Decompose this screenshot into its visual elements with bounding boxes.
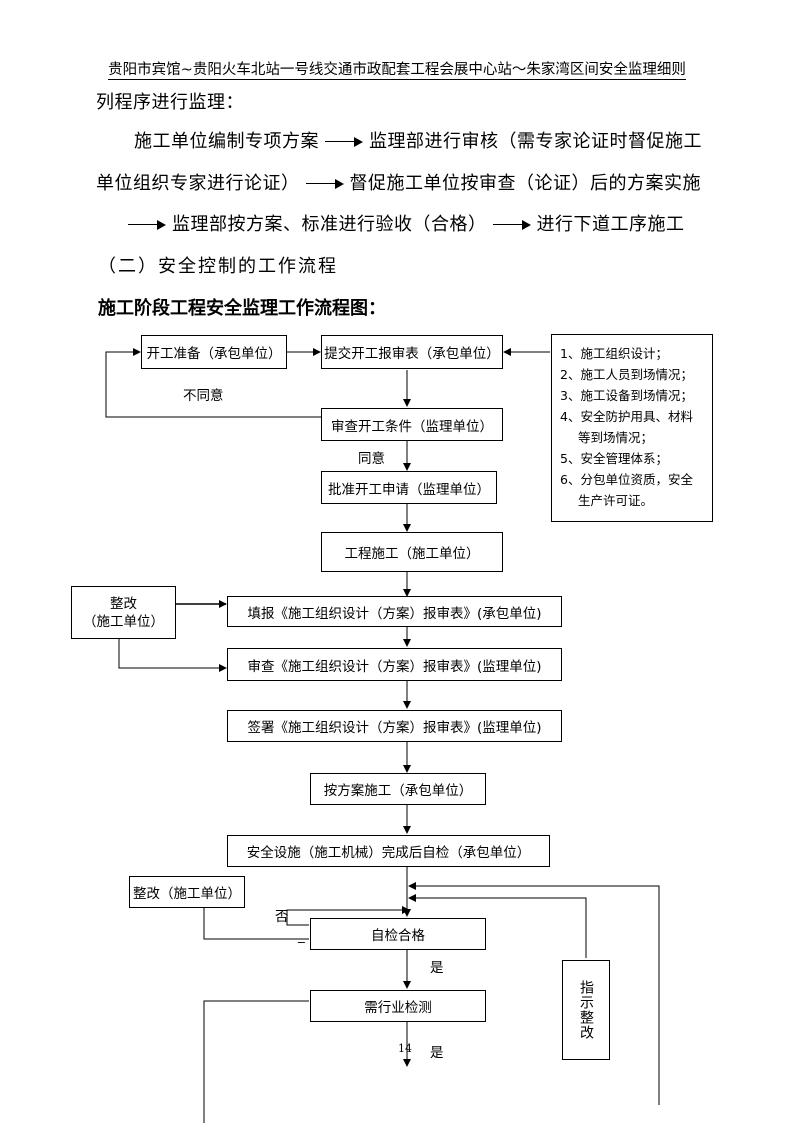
req-item-6: 6、分包单位资质，安全 [560, 472, 693, 487]
req-item-4-cont: 等到场情况； [578, 430, 654, 445]
review-report-box: 审查《施工组织设计（方案）报审表》(监理单位) [227, 648, 562, 681]
no-label: 否 [275, 909, 289, 925]
header-text: 贵阳市宾馆~贵阳火车北站一号线交通市政配套工程会展中心站～朱家湾区间安全监理细则 [108, 62, 686, 80]
yes-label-2: 是 [430, 1045, 444, 1061]
req-item-1: 1、施工组织设计； [560, 346, 668, 361]
sign-report-box: 签署《施工组织设计（方案）报审表》(监理单位) [227, 710, 562, 742]
rectify-box-2: 整改（施工单位） [129, 876, 245, 908]
intro-step-expert: 单位组织专家进行论证） [96, 173, 300, 194]
intro-step-implement: 督促施工单位按审查（论证）后的方案实施 [349, 173, 701, 194]
intro-line-2: 施工单位编制专项方案 监理部进行审核（需专家论证时督促施工 [134, 127, 702, 153]
intro-step-review: 监理部进行审核（需专家论证时督促施工 [369, 131, 702, 152]
review-conditions-box: 审查开工条件（监理单位） [321, 408, 503, 441]
flow-title: 施工阶段工程安全监理工作流程图： [98, 298, 386, 319]
req-item-4: 4、安全防护用具、材料 [560, 409, 693, 424]
self-check-pass-box: 自检合格 [310, 918, 486, 950]
arrow-right-icon [128, 219, 166, 231]
rectify-box-1: 整改 （施工单位） [71, 586, 176, 639]
req-item-5: 5、安全管理体系； [560, 451, 668, 466]
arrow-right-icon [492, 219, 531, 231]
req-item-6-cont: 生产许可证。 [578, 493, 654, 508]
start-prep-box: 开工准备（承包单位） [141, 335, 287, 369]
intro-step-plan: 施工单位编制专项方案 [134, 131, 319, 152]
intro-line-3: 单位组织专家进行论证） 督促施工单位按审查（论证）后的方案实施 [96, 169, 701, 195]
dash-mark: _ [298, 928, 305, 944]
approve-application-box: 批准开工申请（监理单位） [321, 471, 497, 504]
disagree-label: 不同意 [183, 388, 224, 404]
section-heading: （二）安全控制的工作流程 [98, 256, 338, 277]
instruct-rectify-box: 指示整改 [562, 960, 610, 1060]
req-item-3: 3、施工设备到场情况； [560, 388, 693, 403]
intro-line-4: 监理部按方案、标准进行验收（合格） 进行下道工序施工 [128, 210, 685, 236]
construction-box: 工程施工（施工单位） [321, 532, 503, 572]
industry-test-box: 需行业检测 [310, 990, 486, 1022]
arrow-right-icon [325, 136, 363, 148]
intro-step-next: 进行下道工序施工 [536, 214, 685, 235]
page-header: 贵阳市宾馆~贵阳火车北站一号线交通市政配套工程会展中心站～朱家湾区间安全监理细则 [0, 58, 794, 80]
yes-label-1: 是 [430, 960, 444, 976]
rectify-title: 整改 [110, 595, 137, 612]
req-item-2: 2、施工人员到场情况； [560, 367, 693, 382]
fill-report-box: 填报《施工组织设计（方案）报审表》(承包单位) [227, 596, 562, 627]
self-check-box: 安全设施（施工机械）完成后自检（承包单位） [227, 835, 550, 867]
intro-line-1: 列程序进行监理： [96, 92, 244, 113]
intro-step-accept: 监理部按方案、标准进行验收（合格） [172, 214, 487, 235]
agree-label: 同意 [358, 451, 385, 467]
submit-report-box: 提交开工报审表（承包单位） [321, 335, 503, 369]
rectify-subtitle: （施工单位） [83, 613, 164, 630]
arrow-right-icon [305, 178, 344, 190]
page-number: 14 [398, 1042, 412, 1055]
follow-plan-box: 按方案施工（承包单位） [310, 773, 486, 805]
requirements-list: 1、施工组织设计； 2、施工人员到场情况； 3、施工设备到场情况； 4、安全防护… [551, 334, 713, 522]
